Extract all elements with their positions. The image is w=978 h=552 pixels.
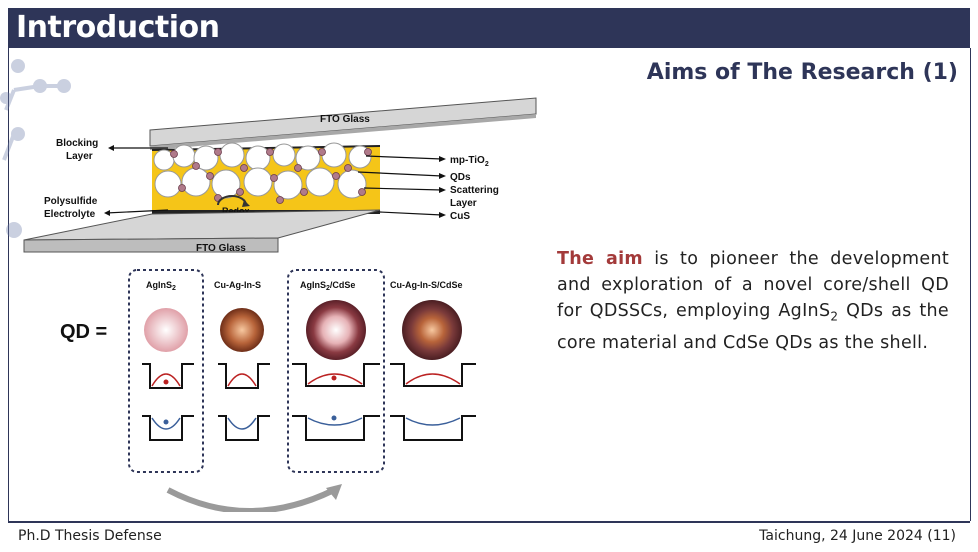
right-border <box>970 48 971 521</box>
wavefunctions-vb <box>151 417 461 430</box>
qd-type-4-label: Cu-Ag-In-S/CdSe <box>390 280 463 290</box>
transition-arrow <box>166 487 336 512</box>
blocking-label: Blocking <box>56 138 98 149</box>
qd-equals-label: QD = <box>60 321 107 343</box>
redox-label: Redox <box>222 206 250 216</box>
qd-type-2-label: Cu-Ag-In-S <box>214 280 261 290</box>
wavefunctions-cb <box>151 373 461 387</box>
scattering-label-2: Layer <box>450 198 477 209</box>
left-border <box>8 48 9 521</box>
aim-paragraph: The aim is to pioneer the development an… <box>557 246 949 356</box>
fto-top-label: FTO Glass <box>320 114 370 125</box>
footer-left: Ph.D Thesis Defense <box>18 528 162 544</box>
title-bar: Introduction <box>8 8 970 48</box>
polysulfide-label: Polysulfide <box>44 196 98 207</box>
aim-text-1: is to pioneer the development and explor… <box>557 249 949 321</box>
qd-type-1-label: AgInS2 <box>146 280 176 292</box>
qd-particle-2 <box>220 308 264 352</box>
cus-label: CuS <box>450 211 470 222</box>
slide-subtitle: Aims of The Research (1) <box>646 60 958 85</box>
core-group-box <box>128 269 204 473</box>
qd-type-3-label: AgInS2/CdSe <box>300 280 355 292</box>
slide-section-title: Introduction <box>16 10 220 45</box>
fto-bottom-label: FTO Glass <box>196 243 246 254</box>
band-diagrams-cb <box>142 363 476 389</box>
qds-label: QDs <box>450 172 471 183</box>
tio2-particles <box>153 142 372 200</box>
aim-highlight: The aim <box>557 249 643 269</box>
footer-right: Taichung, 24 June 2024 (11) <box>759 528 956 544</box>
coreshell-group-box <box>287 269 385 473</box>
polysulfide-label-2: Electrolyte <box>44 209 96 220</box>
qd-particle-3 <box>306 300 366 360</box>
qd-particle-4 <box>402 300 462 360</box>
qdssc-diagram: FTO Glass Redox <box>23 97 537 512</box>
qd-particle-1 <box>144 308 188 352</box>
blocking-label-2: Layer <box>66 151 93 162</box>
footer: Ph.D Thesis Defense Taichung, 24 June 20… <box>8 521 970 549</box>
molecule-decoration <box>0 59 71 238</box>
scattering-label: Scattering <box>450 185 499 196</box>
aim-text-2: QDs as the core material and CdSe QDs as… <box>557 301 949 353</box>
mp-tio2-label: mp-TiO2 <box>450 155 489 168</box>
aim-subscript: 2 <box>830 309 839 324</box>
band-diagrams-vb <box>142 415 476 441</box>
